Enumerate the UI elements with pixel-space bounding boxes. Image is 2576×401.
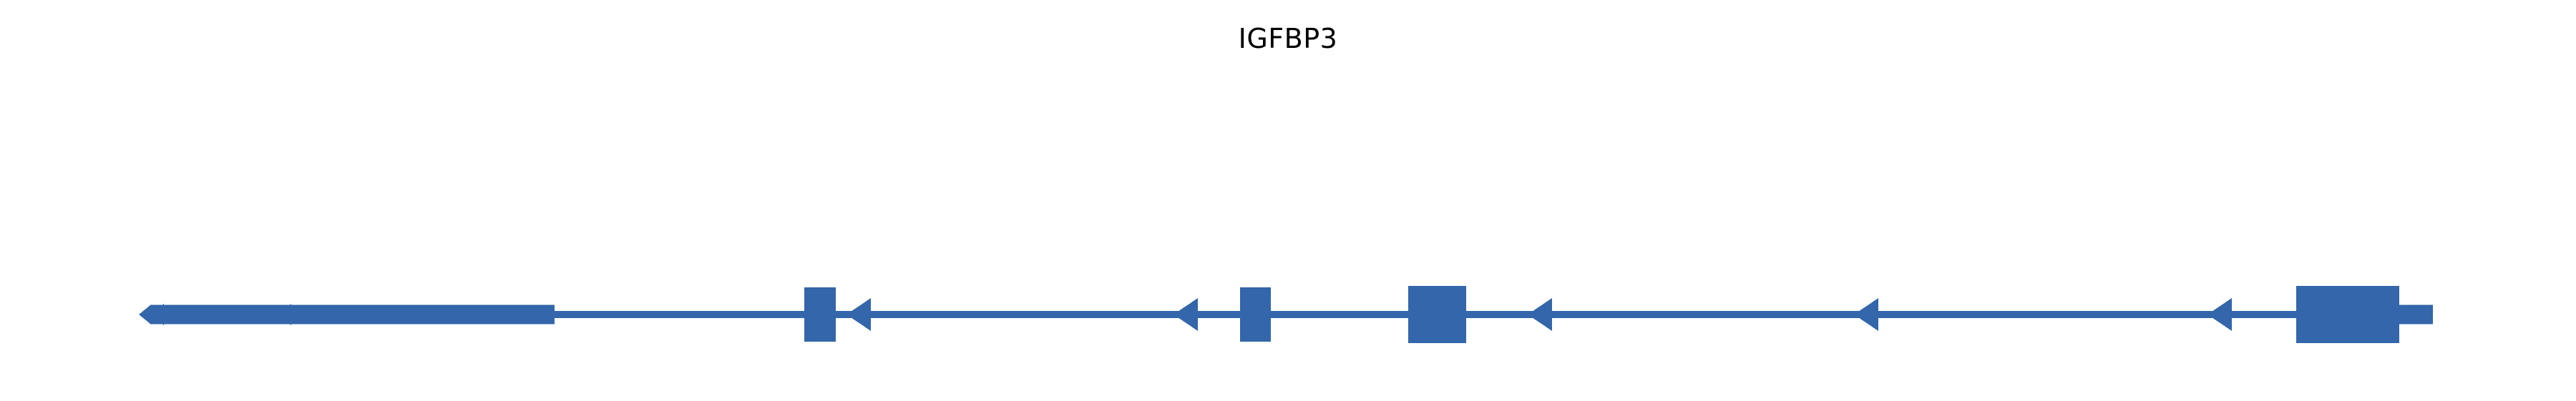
track-layer bbox=[139, 286, 2433, 343]
strand-arrow-icon bbox=[1854, 298, 1878, 331]
strand-arrow-icon bbox=[1528, 298, 1552, 331]
utr-block bbox=[2399, 305, 2433, 325]
strand-arrow-icon bbox=[151, 304, 164, 325]
strand-arrow-icon bbox=[278, 304, 291, 325]
exon-block bbox=[804, 287, 836, 342]
strand-arrow-icon bbox=[1174, 298, 1198, 331]
exon-block bbox=[1408, 286, 1466, 343]
strand-arrow-icon bbox=[2207, 298, 2232, 331]
exon-block bbox=[2296, 286, 2399, 343]
strand-arrow-head-icon bbox=[139, 305, 150, 324]
strand-arrow-icon bbox=[847, 298, 871, 331]
intron-line bbox=[150, 311, 2433, 318]
utr-block bbox=[150, 305, 555, 325]
page-title: IGFBP3 bbox=[1238, 23, 1338, 54]
exon-block bbox=[1240, 287, 1271, 342]
